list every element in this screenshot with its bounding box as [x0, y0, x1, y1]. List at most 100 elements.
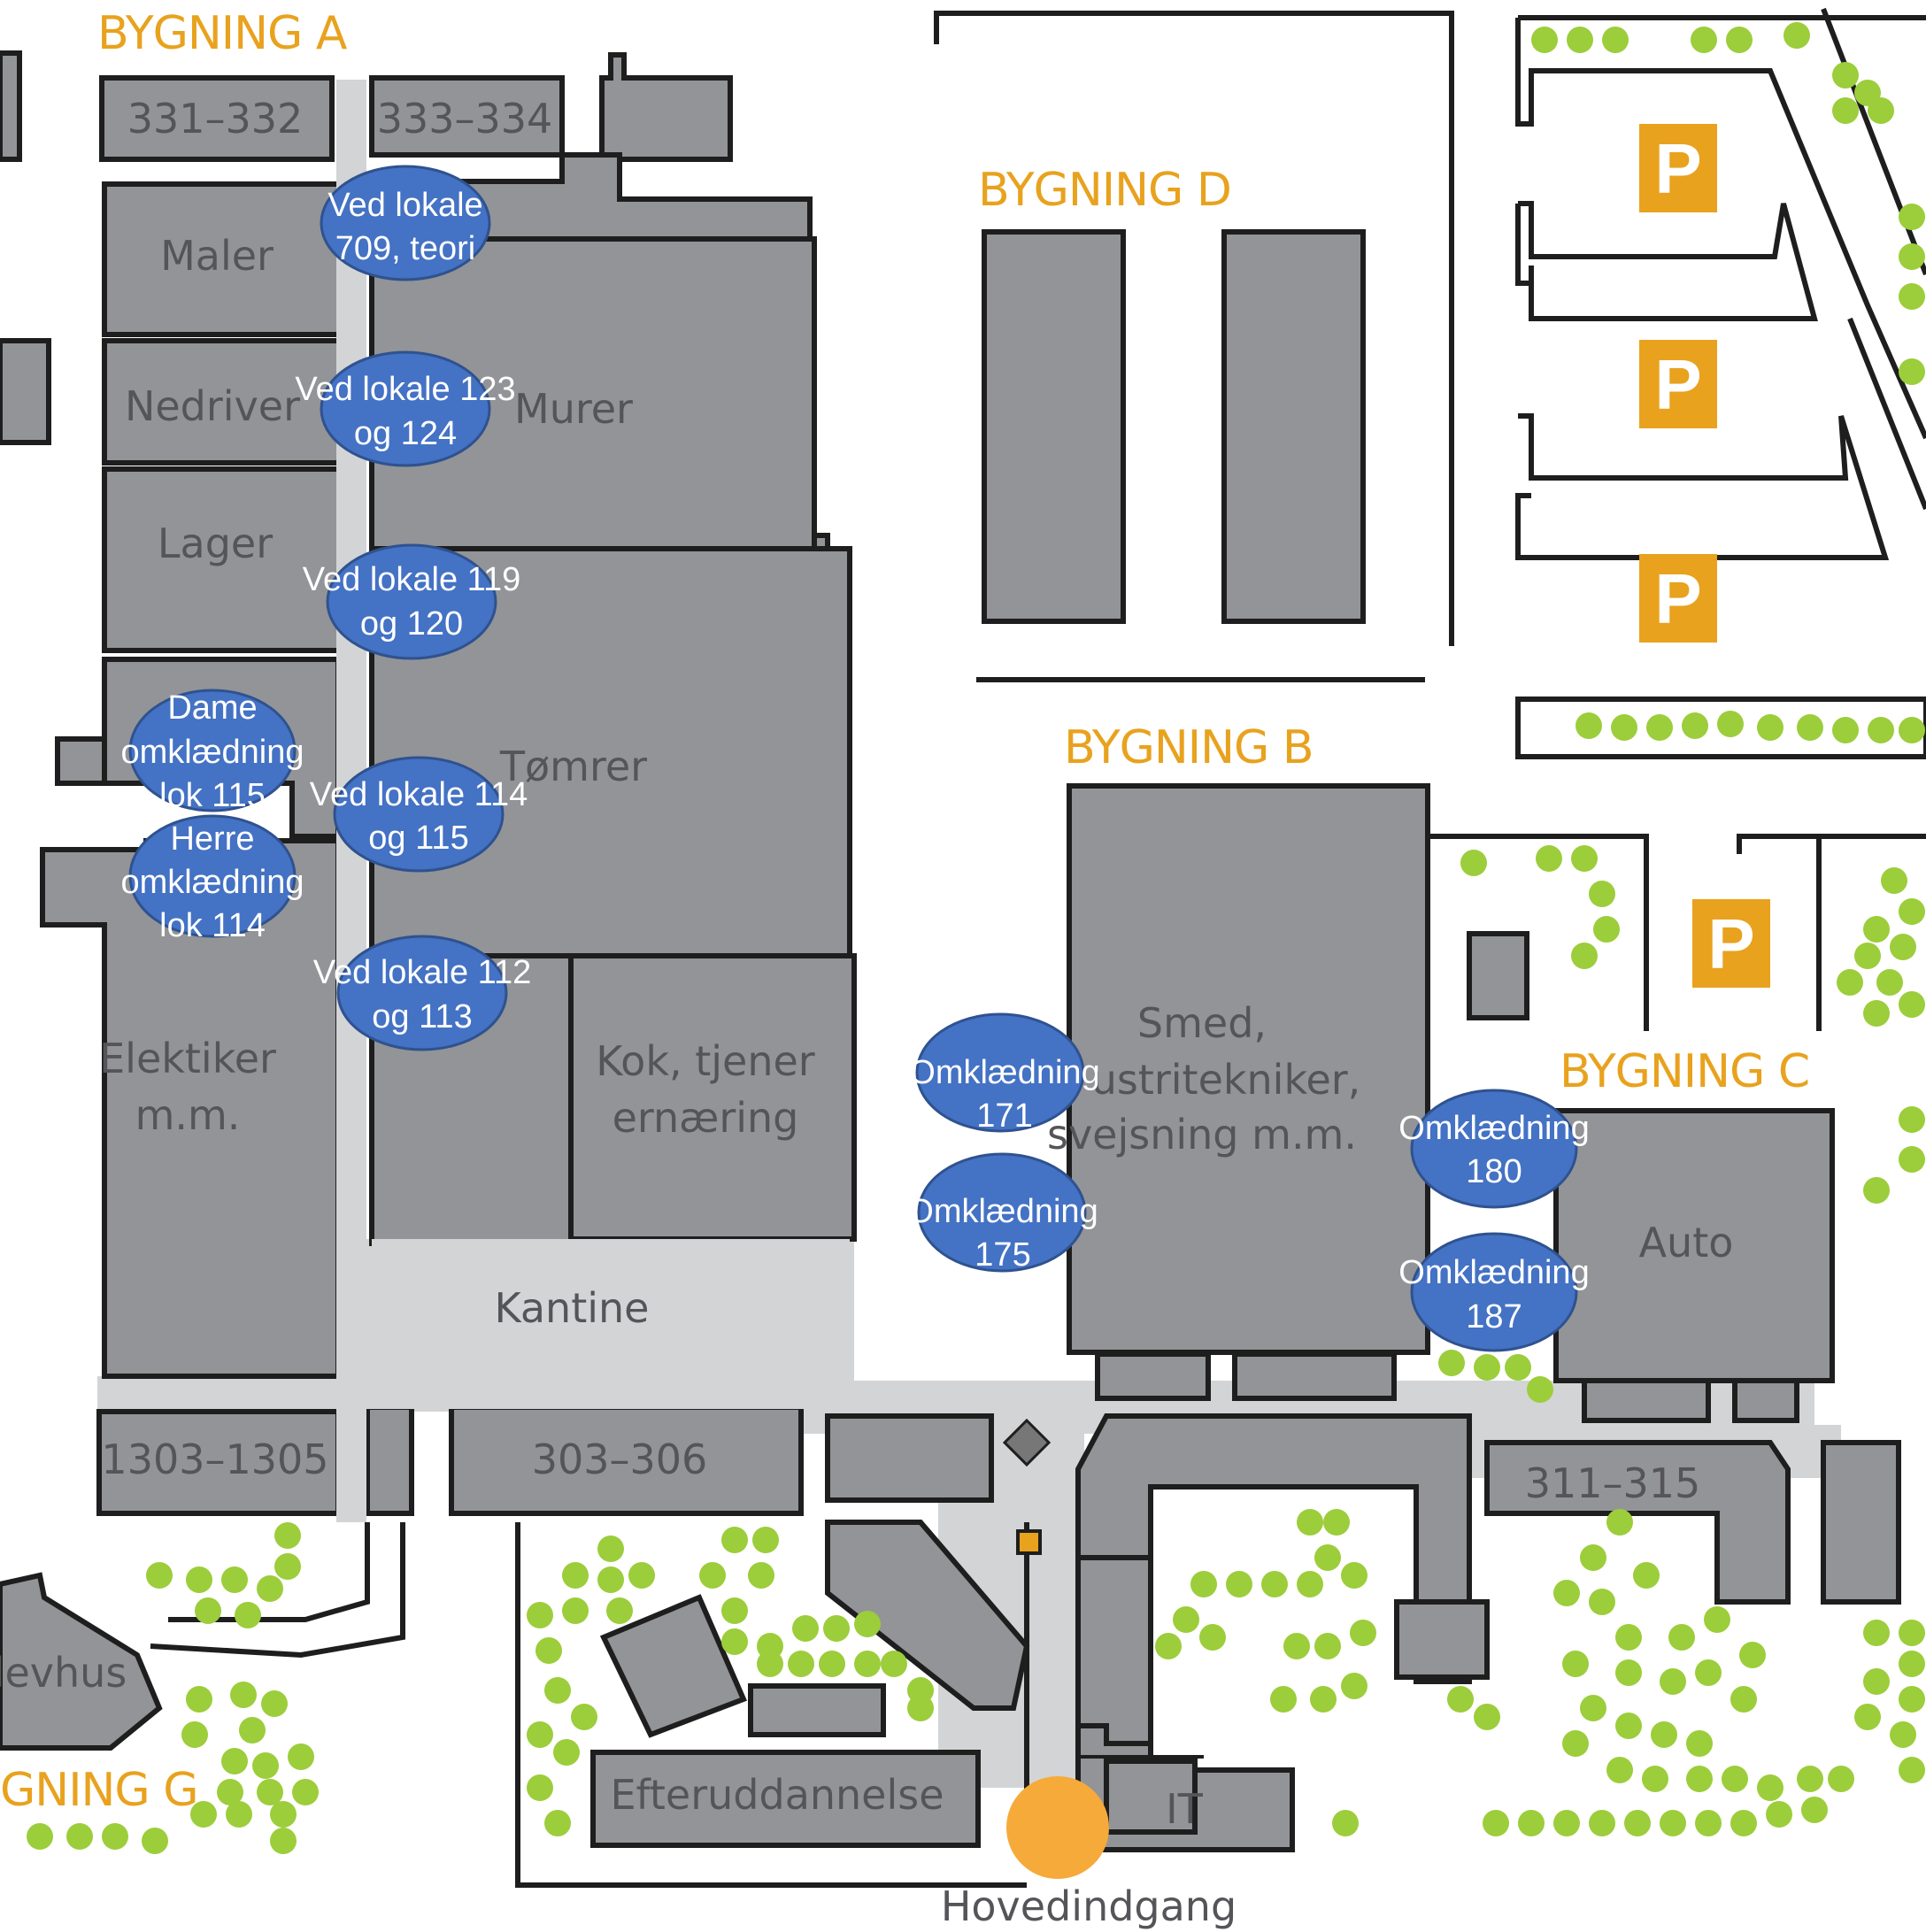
- tree-icon: [1314, 1544, 1341, 1571]
- kantine-area: [372, 1248, 850, 1372]
- tree-icon: [1868, 97, 1894, 124]
- tree-icon: [562, 1562, 589, 1589]
- tree-icon: [1642, 1766, 1668, 1792]
- tree-icon: [1899, 1106, 1925, 1133]
- parking-sign-2: P: [1639, 340, 1717, 428]
- tree-icon: [1899, 1146, 1925, 1173]
- tree-icon: [1717, 711, 1744, 737]
- marker-123-line-1: Ved lokale 123: [295, 371, 515, 408]
- tree-icon: [1797, 1766, 1823, 1792]
- tree-icon: [1332, 1810, 1359, 1836]
- tree-icon: [1899, 1620, 1925, 1646]
- main-entrance: Hovedindgang: [941, 1776, 1236, 1930]
- diamond-icon: [1002, 1418, 1052, 1467]
- tree-icon: [1571, 845, 1598, 872]
- tree-icon: [1460, 850, 1487, 876]
- tree-icon: [102, 1823, 128, 1850]
- marker-187-line-2: 187: [1466, 1298, 1522, 1335]
- marker-171-line-2: 171: [976, 1097, 1032, 1135]
- tree-icon: [1633, 1562, 1660, 1589]
- room-elevhus-label: levhus: [0, 1649, 127, 1697]
- tree-icon: [1580, 1695, 1606, 1721]
- tree-icon: [1695, 1810, 1722, 1836]
- tree-icon: [752, 1527, 779, 1553]
- tree-icon: [535, 1637, 562, 1664]
- tree-icon: [1651, 1721, 1677, 1748]
- room-333-334-label: 333–334: [377, 95, 553, 142]
- marker-709-line-2: 709, teori: [335, 230, 475, 267]
- tree-icon: [292, 1779, 319, 1805]
- room-nedriver-label: Nedriver: [125, 382, 300, 430]
- tree-icon: [270, 1801, 297, 1828]
- building-d-outline: [934, 11, 1454, 682]
- tree-icon: [1297, 1509, 1323, 1536]
- tree-icon: [1611, 714, 1637, 741]
- tree-icon: [1589, 881, 1615, 907]
- tree-icon: [1695, 1659, 1722, 1686]
- building-c: [1553, 1108, 1901, 1605]
- tree-icon: [1323, 1509, 1350, 1536]
- tree-icon: [1314, 1633, 1341, 1659]
- tree-icon: [1593, 916, 1620, 943]
- tree-icon: [146, 1562, 173, 1589]
- tree-icon: [544, 1810, 571, 1836]
- tree-icon: [1863, 1668, 1890, 1695]
- tree-icon: [1890, 1721, 1916, 1748]
- tree-icon: [1801, 1797, 1828, 1823]
- tree-icon: [748, 1562, 774, 1589]
- building-d-label: BYGNING D: [978, 164, 1231, 217]
- tree-icon: [1899, 1651, 1925, 1677]
- tree-icon: [544, 1677, 571, 1704]
- tree-icon: [1660, 1810, 1686, 1836]
- marker-herre-line-2: omklædning: [121, 864, 304, 901]
- room-smed-label-3: svejsning m.m.: [1047, 1111, 1357, 1158]
- tree-icon: [1863, 916, 1890, 943]
- tree-icon: [1854, 1704, 1881, 1730]
- tree-icon: [1863, 1177, 1890, 1204]
- marker-112-line-2: og 113: [372, 998, 472, 1035]
- parking-outlines: [1429, 7, 1926, 1031]
- tree-icon: [527, 1774, 553, 1801]
- tree-icon: [788, 1651, 814, 1677]
- room-auto-label: Auto: [1639, 1219, 1734, 1266]
- tree-icon: [1890, 934, 1916, 960]
- tree-icon: [1518, 1810, 1545, 1836]
- tree-icon: [1899, 358, 1925, 385]
- tree-icon: [252, 1752, 279, 1779]
- tree-icon: [628, 1562, 655, 1589]
- tree-icon: [1899, 1757, 1925, 1783]
- tree-icon: [190, 1801, 217, 1828]
- tree-icon: [1646, 714, 1673, 741]
- tree-icon: [1899, 243, 1925, 270]
- room-elektiker-label: Elektiker: [99, 1035, 276, 1082]
- room-1303-1305-label: 1303–1305: [101, 1436, 328, 1483]
- tree-icon: [221, 1748, 248, 1774]
- tree-icon: [235, 1602, 261, 1628]
- lower-buildings: [0, 1413, 1791, 1852]
- room-303-306-label: 303–306: [532, 1436, 708, 1483]
- tree-icon: [1899, 991, 1925, 1018]
- marker-119-line-2: og 120: [360, 605, 463, 643]
- tree-icon: [854, 1651, 881, 1677]
- room-kok-label: Kok, tjener: [596, 1037, 814, 1085]
- tree-icon: [1270, 1686, 1297, 1713]
- tree-icon: [1757, 1774, 1783, 1801]
- tree-icon: [1668, 1624, 1695, 1651]
- tree-icon: [1571, 943, 1598, 969]
- tree-icon: [1310, 1686, 1337, 1713]
